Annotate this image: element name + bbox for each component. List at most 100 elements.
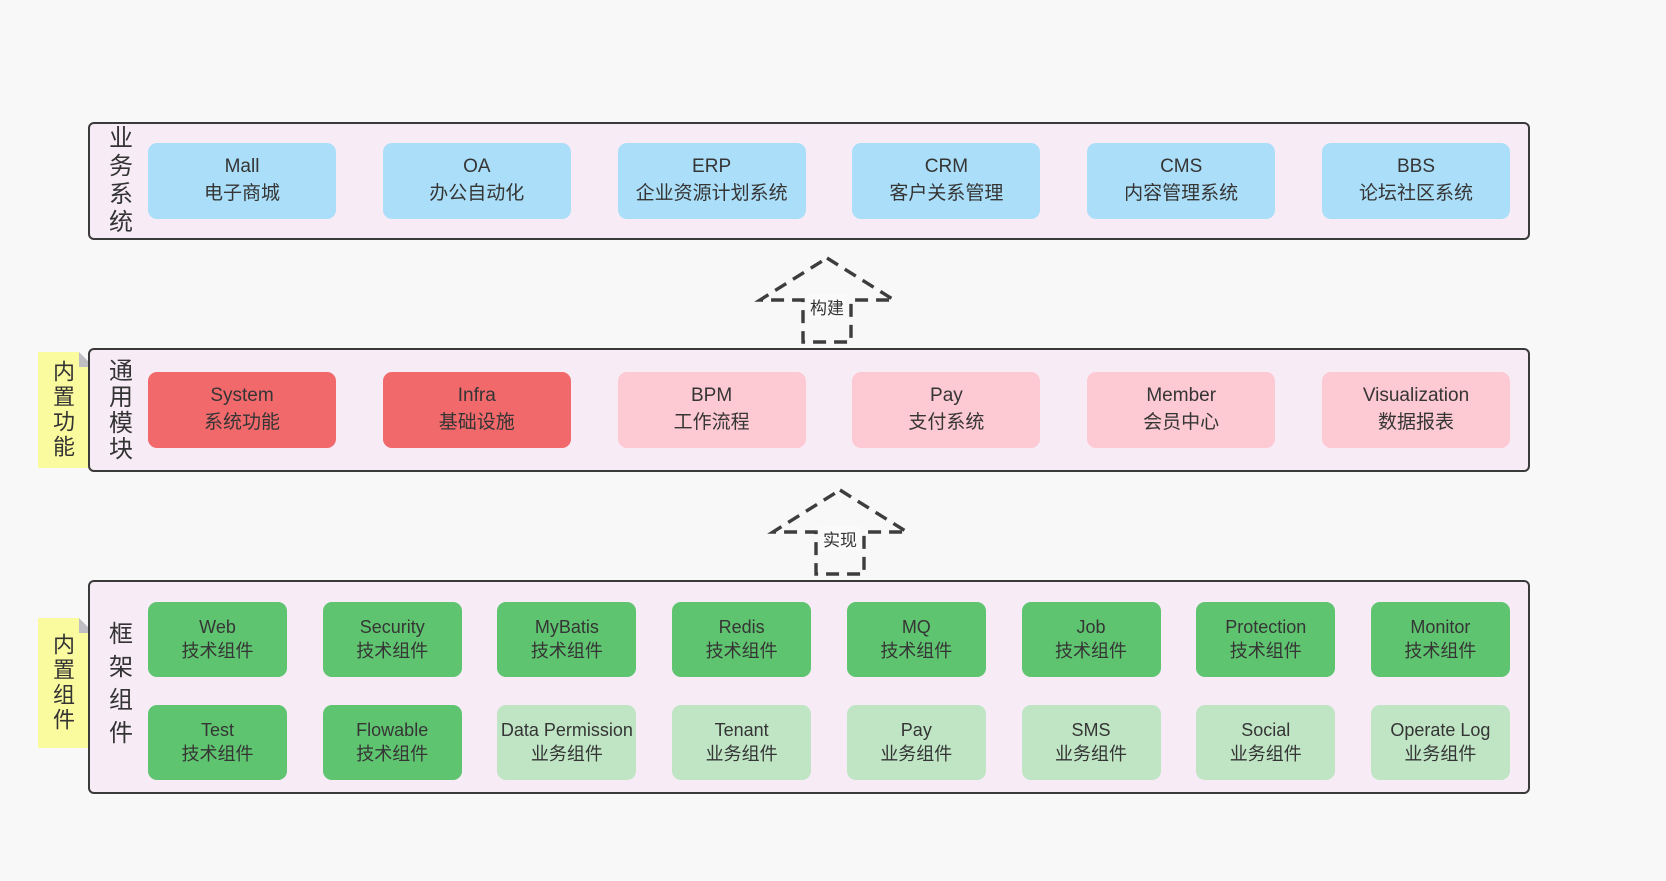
box-name: BBS	[1396, 156, 1435, 178]
box-mybatis: MyBatis 技术组件	[497, 602, 637, 677]
layer-business-systems: 业务系统 Mall 电子商城 OA 办公自动化 ERP 企业资源计划系统 CRM…	[88, 122, 1530, 240]
box-system: System 系统功能	[148, 372, 336, 448]
layer-components-title: 框架组件	[104, 621, 132, 753]
box-visualization: Visualization 数据报表	[1321, 372, 1510, 448]
box-name: Pay	[900, 719, 932, 740]
box-subtitle: 技术组件	[1229, 640, 1302, 661]
modules-box-row: System 系统功能 Infra 基础设施 BPM 工作流程 Pay 支付系统…	[148, 350, 1510, 470]
box-subtitle: 企业资源计划系统	[635, 183, 788, 204]
sticky-note-text: 内置功能	[50, 360, 75, 460]
box-name: Social	[1241, 719, 1291, 740]
box-web: Web 技术组件	[148, 602, 287, 677]
box-subtitle: 业务组件	[880, 743, 953, 764]
arrow-build-label: 构建	[807, 294, 847, 319]
box-name: Protection	[1225, 616, 1307, 637]
box-operate-log: Operate Log 业务组件	[1370, 705, 1510, 780]
box-name: Test	[200, 719, 234, 740]
box-security: Security 技术组件	[322, 602, 462, 677]
box-flowable: Flowable 技术组件	[322, 705, 462, 780]
box-name: CMS	[1160, 156, 1203, 178]
box-subtitle: 客户关系管理	[889, 183, 1004, 204]
box-subtitle: 技术组件	[880, 640, 953, 661]
box-subtitle: 技术组件	[1055, 640, 1128, 661]
box-job: Job 技术组件	[1021, 602, 1161, 677]
box-name: OA	[463, 156, 491, 178]
arrow-build: 构建	[752, 254, 902, 346]
box-name: CRM	[924, 156, 969, 178]
layer-framework-components: 框架组件 Web 技术组件 Security 技术组件 MyBatis 技术组件…	[88, 580, 1530, 794]
box-subtitle: 技术组件	[530, 640, 603, 661]
box-name: Monitor	[1410, 616, 1471, 637]
box-name: Tenant	[714, 719, 769, 740]
box-name: BPM	[691, 385, 733, 407]
up-block-arrow-icon	[754, 255, 900, 344]
box-subtitle: 基础设施	[438, 412, 515, 433]
box-sms: SMS 业务组件	[1021, 705, 1161, 780]
box-name: Security	[359, 616, 425, 637]
box-infra: Infra 基础设施	[382, 372, 571, 448]
box-protection: Protection 技术组件	[1196, 602, 1336, 677]
box-cms: CMS 内容管理系统	[1087, 143, 1276, 219]
box-data-permission: Data Permission 业务组件	[497, 705, 637, 780]
box-tenant: Tenant 业务组件	[672, 705, 812, 780]
sticky-note-builtin-components: 内置组件	[38, 618, 94, 748]
box-member: Member 会员中心	[1087, 372, 1276, 448]
box-subtitle: 业务组件	[705, 743, 778, 764]
sticky-note-text: 内置组件	[50, 633, 75, 733]
box-name: SMS	[1071, 719, 1111, 740]
box-name: Redis	[718, 616, 765, 637]
box-subtitle: 技术组件	[356, 743, 429, 764]
box-name: Web	[199, 616, 236, 637]
box-bpm: BPM 工作流程	[617, 372, 806, 448]
box-subtitle: 工作流程	[673, 412, 750, 433]
box-subtitle: 业务组件	[1055, 743, 1128, 764]
box-subtitle: 技术组件	[1404, 640, 1477, 661]
box-subtitle: 业务组件	[530, 743, 603, 764]
box-subtitle: 技术组件	[705, 640, 778, 661]
box-redis: Redis 技术组件	[672, 602, 812, 677]
box-erp: ERP 企业资源计划系统	[617, 143, 806, 219]
components-box-grid: Web 技术组件 Security 技术组件 MyBatis 技术组件 Redi…	[148, 602, 1510, 780]
box-subtitle: 电子商城	[203, 183, 280, 204]
layer-business-title: 业务系统	[104, 125, 132, 237]
box-name: Infra	[457, 385, 496, 407]
box-name: Visualization	[1362, 385, 1470, 407]
layer-modules-title: 通用模块	[104, 358, 132, 462]
up-block-arrow-icon	[767, 487, 913, 576]
box-subtitle: 技术组件	[181, 743, 254, 764]
box-name: Pay	[930, 385, 963, 407]
box-subtitle: 技术组件	[181, 640, 254, 661]
box-subtitle: 系统功能	[203, 412, 280, 433]
box-subtitle: 业务组件	[1404, 743, 1477, 764]
box-mall: Mall 电子商城	[148, 143, 336, 219]
layer-common-modules: 通用模块 System 系统功能 Infra 基础设施 BPM 工作流程 Pay…	[88, 348, 1530, 472]
box-name: Mall	[224, 156, 260, 178]
box-name: Operate Log	[1390, 719, 1491, 740]
box-pay-system: Pay 支付系统	[852, 372, 1041, 448]
box-name: System	[210, 385, 274, 407]
box-name: Member	[1146, 385, 1217, 407]
box-subtitle: 技术组件	[356, 640, 429, 661]
box-subtitle: 办公自动化	[429, 183, 525, 204]
box-social: Social 业务组件	[1196, 705, 1336, 780]
box-mq: MQ 技术组件	[846, 602, 986, 677]
box-subtitle: 论坛社区系统	[1358, 183, 1473, 204]
box-name: ERP	[692, 156, 732, 178]
business-box-row: Mall 电子商城 OA 办公自动化 ERP 企业资源计划系统 CRM 客户关系…	[148, 124, 1510, 238]
sticky-note-builtin-functions: 内置功能	[38, 352, 94, 468]
box-subtitle: 支付系统	[908, 412, 985, 433]
box-name: Data Permission	[500, 719, 633, 740]
arrow-implement-label: 实现	[820, 526, 860, 551]
box-subtitle: 内容管理系统	[1124, 183, 1239, 204]
box-pay-component: Pay 业务组件	[846, 705, 986, 780]
box-name: MyBatis	[534, 616, 599, 637]
arrow-implement: 实现	[765, 486, 915, 578]
box-subtitle: 数据报表	[1377, 412, 1454, 433]
box-oa: OA 办公自动化	[382, 143, 571, 219]
box-monitor: Monitor 技术组件	[1370, 602, 1510, 677]
box-name: MQ	[901, 616, 931, 637]
box-crm: CRM 客户关系管理	[852, 143, 1041, 219]
box-bbs: BBS 论坛社区系统	[1321, 143, 1510, 219]
box-subtitle: 会员中心	[1143, 412, 1220, 433]
